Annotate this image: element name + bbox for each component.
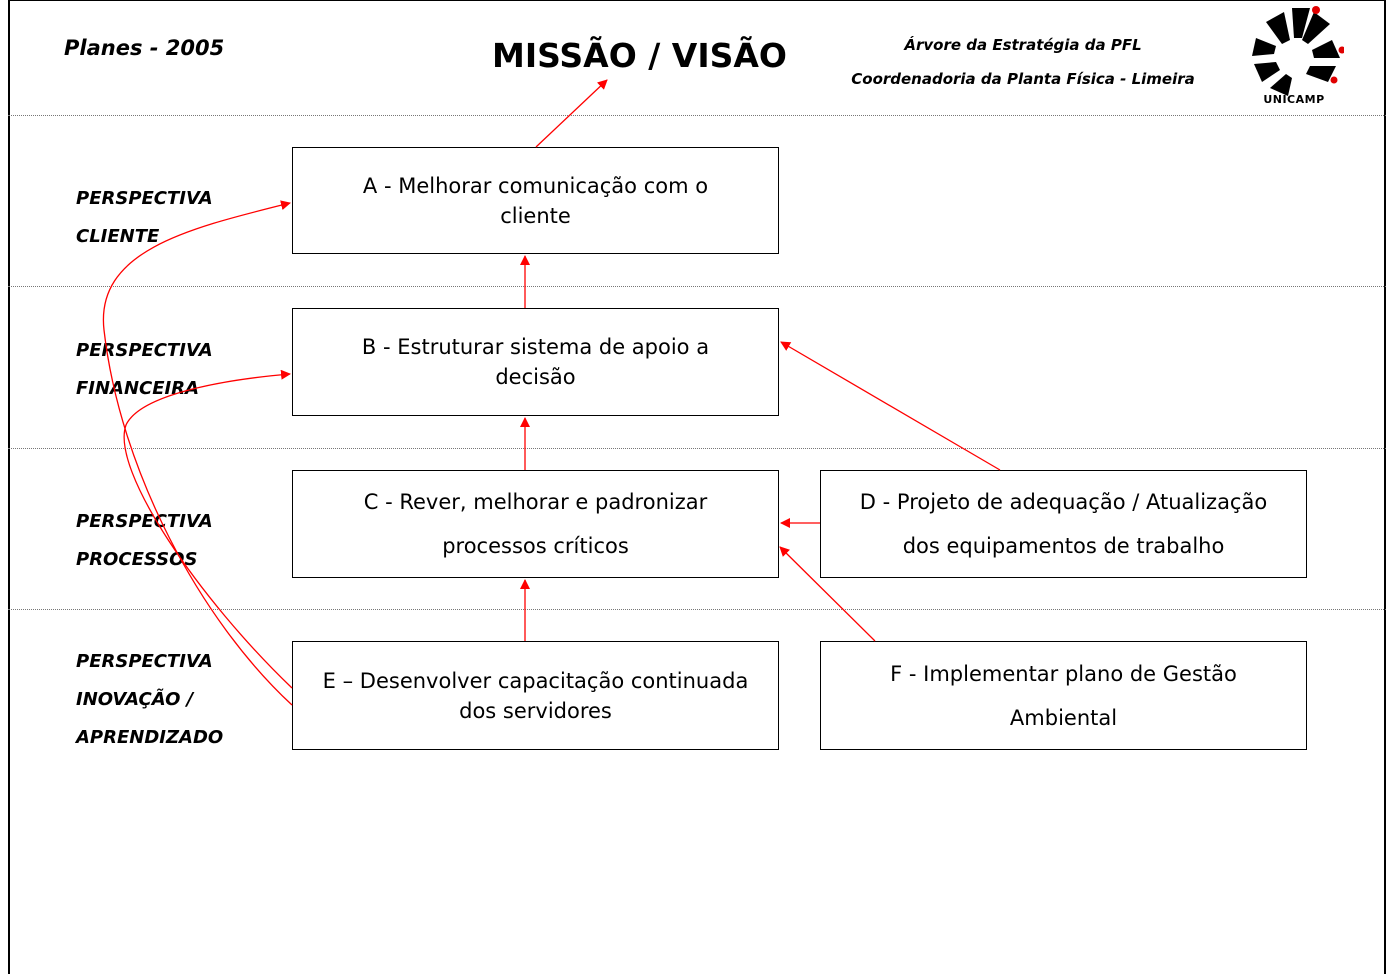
box-a-line2: cliente — [500, 203, 571, 228]
perspective-processos: PERSPECTIVA PROCESSOS — [76, 503, 213, 579]
box-f-line2: Ambiental — [1009, 705, 1118, 730]
slide-frame — [8, 0, 1386, 974]
arrow-f-to-c — [779, 546, 876, 642]
header-subtitle-line1: Árvore da Estratégia da PFL — [904, 36, 1142, 54]
arrow-e-to-a — [102, 200, 293, 706]
perspective-line1: PERSPECTIVA — [76, 188, 213, 209]
perspective-financeira: PERSPECTIVA FINANCEIRA — [76, 332, 213, 408]
separator-line — [8, 448, 1386, 449]
box-b-line1: B - Estruturar sistema de apoio a — [361, 335, 710, 359]
box-c-line2: processos críticos — [442, 534, 629, 558]
separator-line — [8, 286, 1386, 287]
perspective-line2: FINANCEIRA — [76, 378, 200, 399]
box-e-line2: dos servidores — [459, 698, 612, 723]
separator-line — [8, 609, 1386, 610]
perspective-line1: PERSPECTIVA — [76, 340, 213, 361]
box-d-line1: D - Projeto de adequação / Atualização — [859, 490, 1268, 514]
box-d-line2: dos equipamentos de trabalho — [902, 534, 1225, 558]
box-b-line2: decisão — [495, 365, 576, 389]
box-e-line1: E – Desenvolver capacitação continuada — [322, 668, 749, 693]
box-e: E – Desenvolver capacitação continuada do… — [292, 641, 779, 750]
page-title: MISSÃO / VISÃO — [492, 36, 787, 75]
box-a: A - Melhorar comunicação com o cliente — [292, 147, 779, 254]
header-left-label: Planes - 2005 — [64, 36, 225, 60]
arrow-a-to-mission — [535, 79, 608, 148]
perspective-line2: PROCESSOS — [76, 549, 198, 570]
perspective-cliente: PERSPECTIVA CLIENTE — [76, 180, 213, 256]
arrow-d-to-b — [780, 341, 1001, 471]
perspective-line1: PERSPECTIVA — [76, 651, 213, 672]
perspective-line3: APRENDIZADO — [76, 727, 224, 748]
perspective-line1: PERSPECTIVA — [76, 511, 213, 532]
box-c-line1: C - Rever, melhorar e padronizar — [363, 490, 708, 514]
arrow-e-to-b — [123, 369, 293, 689]
separator-line — [8, 115, 1386, 116]
box-f-line1: F - Implementar plano de Gestão — [890, 661, 1237, 686]
perspective-line2: INOVAÇÃO / — [76, 689, 194, 710]
box-d: D - Projeto de adequação / Atualização do… — [820, 470, 1307, 578]
logo-text: UNICAMP — [1263, 93, 1325, 106]
perspective-inovacao: PERSPECTIVA INOVAÇÃO / APRENDIZADO — [76, 643, 223, 757]
perspective-line2: CLIENTE — [76, 226, 160, 247]
box-a-line1: A - Melhorar comunicação com o — [362, 173, 709, 198]
unicamp-logo-icon — [1252, 6, 1344, 96]
box-c: C - Rever, melhorar e padronizar processo… — [292, 470, 779, 578]
header-subtitle-line2: Coordenadoria da Planta Física - Limeira — [851, 70, 1195, 88]
box-b: B - Estruturar sistema de apoio a decisão — [292, 308, 779, 416]
